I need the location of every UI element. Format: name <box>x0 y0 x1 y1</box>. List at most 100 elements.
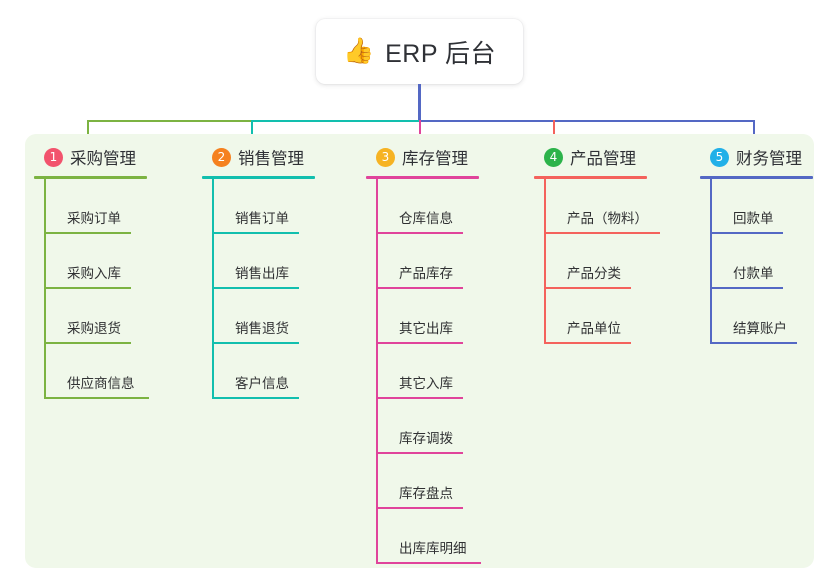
item-list-1: 采购订单采购入库采购退货供应商信息 <box>44 179 149 399</box>
list-item-rule <box>711 287 783 289</box>
list-item[interactable]: 出库库明细 <box>377 509 481 564</box>
list-item[interactable]: 采购入库 <box>45 234 147 289</box>
item-list-3: 仓库信息产品库存其它出库其它入库库存调拨库存盘点出库库明细 <box>376 179 481 564</box>
list-item-label: 库存盘点 <box>399 486 453 501</box>
list-item-rule <box>377 287 463 289</box>
column-badge-4: 4 <box>544 147 563 167</box>
column-3: 3 库存管理仓库信息产品库存其它出库其它入库库存调拨库存盘点出库库明细 <box>366 145 481 564</box>
list-item[interactable]: 供应商信息 <box>45 344 149 399</box>
drop-col-2 <box>251 120 253 146</box>
list-item-label: 库存调拨 <box>399 431 453 446</box>
list-item-label: 产品分类 <box>567 266 621 281</box>
list-item[interactable]: 仓库信息 <box>377 179 479 234</box>
list-item-label: 产品（物料） <box>567 211 648 226</box>
list-item-rule <box>545 232 660 234</box>
list-item[interactable]: 产品分类 <box>545 234 647 289</box>
item-list-2: 销售订单销售出库销售退货客户信息 <box>212 179 315 399</box>
column-header-rule-4 <box>534 176 647 179</box>
list-item[interactable]: 其它出库 <box>377 289 479 344</box>
thumbs-up-icon: 👍 <box>342 37 375 65</box>
list-item[interactable]: 采购订单 <box>45 179 147 234</box>
list-item-rule <box>711 342 797 344</box>
drop-col-4 <box>553 120 555 146</box>
list-item-rule <box>545 342 631 344</box>
list-item-rule <box>545 287 631 289</box>
item-spine-1 <box>44 179 46 399</box>
column-header-5[interactable]: 5 财务管理 <box>700 145 813 169</box>
column-badge-1: 1 <box>44 147 63 167</box>
column-2: 2 销售管理销售订单销售出库销售退货客户信息 <box>202 145 315 399</box>
column-header-rule-1 <box>34 176 147 179</box>
list-item[interactable]: 产品库存 <box>377 234 479 289</box>
list-item-label: 结算账户 <box>733 321 787 336</box>
list-item-label: 回款单 <box>733 211 774 226</box>
list-item[interactable]: 回款单 <box>711 179 813 234</box>
list-item-label: 其它出库 <box>399 321 453 336</box>
list-item-label: 客户信息 <box>235 376 289 391</box>
list-item-rule <box>377 232 463 234</box>
column-badge-2: 2 <box>212 147 231 167</box>
list-item[interactable]: 库存调拨 <box>377 399 479 454</box>
root-node-card[interactable]: 👍 ERP 后台 <box>316 19 523 84</box>
list-item[interactable]: 销售退货 <box>213 289 315 344</box>
column-header-3[interactable]: 3 库存管理 <box>366 145 479 169</box>
list-item-label: 采购退货 <box>67 321 121 336</box>
column-header-4[interactable]: 4 产品管理 <box>534 145 647 169</box>
list-item-label: 采购入库 <box>67 266 121 281</box>
list-item-label: 采购订单 <box>67 211 121 226</box>
list-item[interactable]: 销售出库 <box>213 234 315 289</box>
column-title-3: 库存管理 <box>402 150 468 168</box>
list-item-rule <box>45 287 131 289</box>
list-item-rule <box>711 232 783 234</box>
list-item[interactable]: 销售订单 <box>213 179 315 234</box>
item-spine-4 <box>544 179 546 344</box>
list-item-label: 其它入库 <box>399 376 453 391</box>
list-item-rule <box>45 232 131 234</box>
drop-col-5 <box>753 120 755 146</box>
column-5: 5 财务管理回款单付款单结算账户 <box>700 145 813 344</box>
list-item[interactable]: 付款单 <box>711 234 813 289</box>
list-item[interactable]: 产品单位 <box>545 289 647 344</box>
column-title-4: 产品管理 <box>570 150 636 168</box>
bar-green <box>87 120 251 122</box>
drop-col-1 <box>87 120 89 146</box>
column-badge-5: 5 <box>710 147 729 167</box>
list-item-label: 销售退货 <box>235 321 289 336</box>
list-item[interactable]: 产品（物料） <box>545 179 660 234</box>
column-header-rule-5 <box>700 176 813 179</box>
list-item-rule <box>213 342 299 344</box>
root-title: ERP 后台 <box>385 39 497 68</box>
drop-col-3 <box>419 120 421 146</box>
column-4: 4 产品管理产品（物料） 产品分类产品单位 <box>534 145 660 344</box>
list-item-label: 仓库信息 <box>399 211 453 226</box>
list-item-rule <box>213 287 299 289</box>
list-item[interactable]: 库存盘点 <box>377 454 479 509</box>
root-stem <box>418 84 421 122</box>
list-item-rule <box>213 397 299 399</box>
column-title-5: 财务管理 <box>736 150 802 168</box>
item-spine-3 <box>376 179 378 564</box>
list-item-label: 出库库明细 <box>399 541 467 556</box>
list-item[interactable]: 客户信息 <box>213 344 315 399</box>
list-item[interactable]: 结算账户 <box>711 289 813 344</box>
list-item[interactable]: 采购退货 <box>45 289 147 344</box>
item-spine-5 <box>710 179 712 344</box>
list-item-label: 产品单位 <box>567 321 621 336</box>
list-item-label: 产品库存 <box>399 266 453 281</box>
column-title-2: 销售管理 <box>238 150 304 168</box>
list-item-rule <box>377 452 463 454</box>
list-item-label: 销售出库 <box>235 266 289 281</box>
list-item-rule <box>377 397 463 399</box>
column-badge-3: 3 <box>376 147 395 167</box>
column-header-rule-2 <box>202 176 315 179</box>
list-item[interactable]: 其它入库 <box>377 344 479 399</box>
list-item-label: 付款单 <box>733 266 774 281</box>
list-item-rule <box>45 342 131 344</box>
column-header-2[interactable]: 2 销售管理 <box>202 145 315 169</box>
item-spine-2 <box>212 179 214 399</box>
list-item-rule <box>377 342 463 344</box>
list-item-rule <box>377 562 481 564</box>
list-item-rule <box>377 507 463 509</box>
